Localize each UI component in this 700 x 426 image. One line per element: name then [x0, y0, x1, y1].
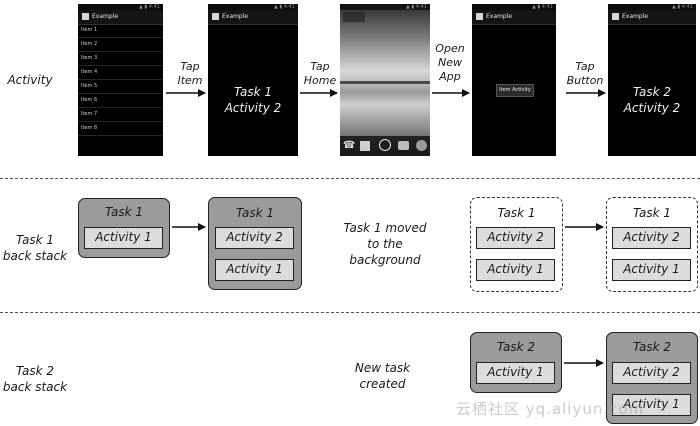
row-separator	[0, 178, 700, 179]
status-bar: ▲ ▮ 4:41	[208, 4, 298, 10]
status-icons: ▲ ▮ 4:41	[138, 4, 160, 10]
task1-stack-background: Task 1 Activity 2 Activity 1	[470, 197, 563, 292]
dock: ☎	[340, 136, 430, 156]
status-bar: ▲ ▮ 4:41	[78, 4, 163, 10]
app-title: Example	[92, 13, 119, 20]
activity-box: Activity 1	[612, 259, 691, 281]
activity-box: Activity 2	[612, 362, 691, 384]
activity-box: Activity 1	[215, 259, 294, 281]
task-title: Task 2	[496, 340, 536, 354]
task1-stack-background-final: Task 1 Activity 2 Activity 1	[606, 197, 698, 292]
action-bar: Example	[78, 10, 163, 25]
screen-text: Task 2 Activity 2	[623, 85, 681, 115]
list-item[interactable]: Item 1	[78, 24, 163, 38]
apps-drawer-icon[interactable]	[379, 139, 391, 151]
app-icon	[612, 13, 619, 20]
activity-box: Activity 2	[476, 227, 555, 249]
activity-box: Activity 2	[215, 227, 294, 249]
action-bar: Example	[608, 10, 696, 25]
task1-moved-note: Task 1 moved to the background	[343, 221, 427, 267]
task-title: Task 1	[497, 206, 536, 220]
app-icon	[82, 13, 89, 20]
row-separator	[0, 312, 700, 313]
task2-stack-two-activities: Task 2 Activity 2 Activity 1	[606, 332, 698, 424]
list-item[interactable]: Item 8	[78, 122, 163, 136]
step-label-open-new-app: Open New App	[435, 42, 465, 83]
activity-box: Activity 2	[612, 227, 691, 249]
list-item[interactable]: Item 4	[78, 66, 163, 80]
step-label-tap-home: Tap Home	[303, 60, 337, 87]
phone-screen-task2-activity2: ▲ ▮ 4:41 Example Task 2 Activity 2	[608, 4, 696, 156]
phone-screen-task1-activity2: ▲ ▮ 4:41 Example Task 1 Activity 2	[208, 4, 298, 156]
contacts-icon[interactable]	[360, 141, 370, 151]
task-title: Task 2	[632, 340, 672, 354]
browser-icon[interactable]	[416, 140, 427, 151]
step-label-tap-button: Tap Button	[566, 60, 604, 87]
status-bar: ▲ ▮ 4:41	[340, 4, 430, 10]
task-title: Task 1	[632, 206, 672, 220]
app-title: Example	[486, 13, 513, 20]
messaging-icon[interactable]	[398, 141, 409, 150]
phone-icon[interactable]: ☎	[343, 140, 356, 151]
list-item[interactable]: Item 6	[78, 94, 163, 108]
home-widget	[343, 12, 365, 22]
new-task-note: New task created	[354, 361, 411, 391]
action-bar: Example	[472, 10, 556, 25]
status-icons: ▲ ▮ 4:41	[671, 4, 693, 10]
list-item[interactable]: Item 7	[78, 108, 163, 122]
list-item[interactable]: Item 5	[78, 80, 163, 94]
activity-box: Activity 1	[476, 362, 555, 384]
activity-box: Activity 1	[84, 227, 163, 249]
row-label-activity: Activity	[7, 73, 53, 87]
watermark: 云栖社区 yq.aliyun.com	[456, 400, 645, 418]
wallpaper	[340, 4, 430, 156]
task-title: Task 1	[104, 205, 144, 219]
phone-screen-home: ▲ ▮ 4:41 ☎	[340, 4, 430, 156]
status-icons: ▲ ▮ 4:41	[273, 4, 295, 10]
task2-stack-initial: Task 2 Activity 1	[470, 332, 562, 393]
action-bar: Example	[208, 10, 298, 25]
phone-screen-item-list: ▲ ▮ 4:41 Example Item 1 Item 2 Item 3 It…	[78, 4, 163, 156]
item-activity-button[interactable]: Item Activity	[496, 84, 534, 97]
phone-screen-new-app: ▲ ▮ 4:41 Example Item Activity	[472, 4, 556, 156]
status-icons: ▲ ▮ 4:41	[531, 4, 553, 10]
status-icons: ▲ ▮ 4:41	[405, 4, 427, 10]
app-title: Example	[622, 13, 649, 20]
step-label-tap-item: Tap Item	[177, 60, 203, 87]
row-label-task2-back-stack: Task 2 back stack	[2, 364, 68, 394]
status-bar: ▲ ▮ 4:41	[608, 4, 696, 10]
activity-box: Activity 1	[476, 259, 555, 281]
row-label-task1-back-stack: Task 1 back stack	[2, 233, 68, 263]
task1-stack-initial: Task 1 Activity 1	[78, 198, 170, 258]
app-icon	[212, 13, 219, 20]
horizon-line	[340, 81, 430, 84]
task-title: Task 1	[235, 206, 275, 220]
list-item[interactable]: Item 2	[78, 38, 163, 52]
screen-text: Task 1 Activity 2	[224, 85, 282, 115]
status-bar: ▲ ▮ 4:41	[472, 4, 556, 10]
task1-stack-two-activities: Task 1 Activity 2 Activity 1	[208, 197, 302, 290]
app-icon	[476, 13, 483, 20]
app-title: Example	[222, 13, 249, 20]
activity-box: Activity 1	[612, 394, 691, 416]
list-item[interactable]: Item 3	[78, 52, 163, 66]
